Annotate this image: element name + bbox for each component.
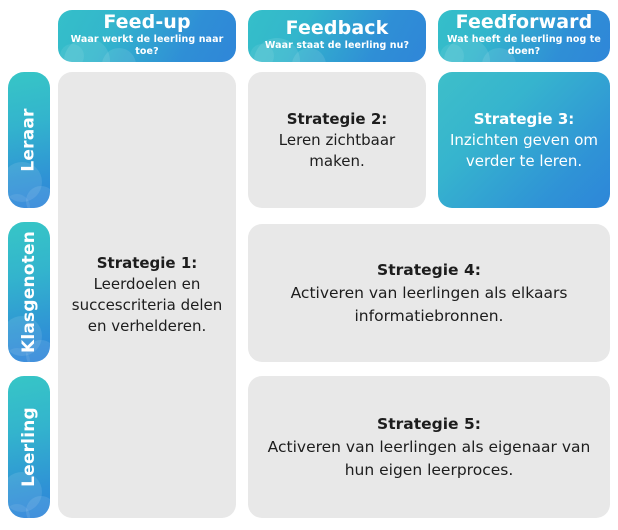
card-strategie-1[interactable]: Strategie 1: Leerdoelen en succescriteria… [58, 72, 236, 518]
column-header-feedback[interactable]: Feedback Waar staat de leerling nu? [248, 10, 426, 62]
column-header-feedforward[interactable]: Feedforward Wat heeft de leerling nog te… [438, 10, 610, 62]
column-header-title: Feed-up [103, 11, 191, 33]
row-label-leraar[interactable]: Leraar [8, 72, 50, 208]
decor-circle-icon [26, 186, 50, 208]
decor-circle-icon [26, 496, 50, 518]
column-header-title: Feedforward [455, 11, 593, 33]
card-strategie-5-title: Strategie 5: [377, 414, 481, 433]
card-strategie-1-title: Strategie 1: [96, 254, 198, 272]
row-label-klasgenoten[interactable]: Klasgenoten [8, 222, 50, 362]
column-header-subtitle: Wat heeft de leerling nog te doen? [447, 34, 601, 57]
card-strategie-5[interactable]: Strategie 5: Activeren van leerlingen als… [248, 376, 610, 518]
column-header-subtitle: Waar staat de leerling nu? [264, 40, 410, 51]
decor-circle-icon [8, 504, 30, 518]
card-strategie-3[interactable]: Strategie 3: Inzichten geven om verder te… [438, 72, 610, 208]
card-strategie-3-title: Strategie 3: [473, 109, 575, 128]
card-strategie-4-title: Strategie 4: [377, 260, 481, 279]
card-strategie-4-body: Activeren van leerlingen als elkaars inf… [290, 283, 568, 325]
card-strategie-4[interactable]: Strategie 4: Activeren van leerlingen als… [248, 224, 610, 362]
card-strategie-2[interactable]: Strategie 2: Leren zichtbaar maken. [248, 72, 426, 208]
card-strategie-1-text: Strategie 1: Leerdoelen en succescriteria… [68, 253, 226, 337]
card-strategie-2-title: Strategie 2: [286, 109, 388, 128]
column-header-title: Feedback [285, 17, 389, 39]
row-label-text: Leerling [19, 407, 39, 487]
card-strategie-2-text: Strategie 2: Leren zichtbaar maken. [258, 109, 416, 172]
card-strategie-2-body: Leren zichtbaar maken. [278, 130, 396, 170]
card-strategie-5-text: Strategie 5: Activeren van leerlingen als… [258, 413, 600, 482]
card-strategie-3-text: Strategie 3: Inzichten geven om verder te… [448, 109, 600, 172]
card-strategie-3-body: Inzichten geven om verder te leren. [449, 130, 599, 170]
card-strategie-5-body: Activeren van leerlingen als eigenaar va… [267, 437, 591, 479]
card-strategie-4-text: Strategie 4: Activeren van leerlingen als… [258, 259, 600, 328]
card-strategie-1-body: Leerdoelen en succescriteria delen en ve… [71, 275, 223, 335]
row-label-leerling[interactable]: Leerling [8, 376, 50, 518]
column-header-feed-up[interactable]: Feed-up Waar werkt de leerling naar toe? [58, 10, 236, 62]
column-header-subtitle: Waar werkt de leerling naar toe? [70, 34, 224, 57]
row-label-text: Leraar [19, 108, 39, 172]
decor-circle-icon [8, 194, 30, 208]
row-label-text: Klasgenoten [19, 230, 39, 354]
